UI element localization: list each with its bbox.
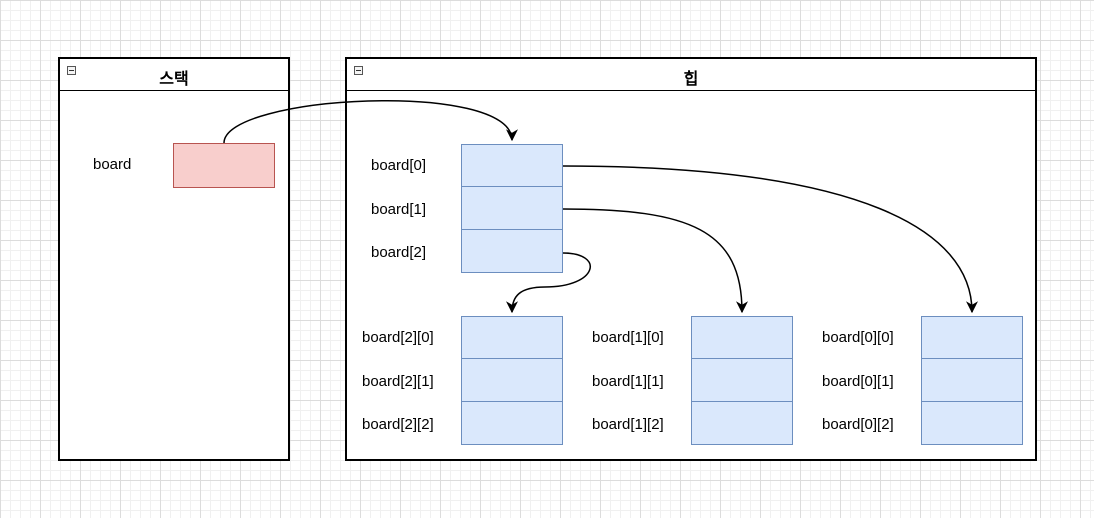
inner-label-2-0: board[2][0]	[362, 329, 434, 346]
inner-label-2-1: board[2][1]	[362, 373, 434, 390]
inner-label-1-0: board[1][0]	[592, 329, 664, 346]
inner-array-1-cell-1[interactable]	[691, 359, 793, 402]
inner-label-2-2: board[2][2]	[362, 416, 434, 433]
inner-array-1-cell-2[interactable]	[691, 402, 793, 445]
inner-array-1	[691, 316, 793, 445]
stack-var-label: board	[93, 156, 132, 173]
outer-label-1: board[1]	[371, 201, 427, 218]
inner-array-0	[921, 316, 1023, 445]
inner-array-0-cell-2[interactable]	[921, 402, 1023, 445]
inner-array-2-cell-2[interactable]	[461, 402, 563, 445]
inner-label-1-2: board[1][2]	[592, 416, 664, 433]
inner-label-0-0: board[0][0]	[822, 329, 894, 346]
inner-array-0-cell-1[interactable]	[921, 359, 1023, 402]
inner-array-1-cell-0[interactable]	[691, 316, 793, 359]
outer-label-2: board[2]	[371, 244, 427, 261]
outer-label-0: board[0]	[371, 157, 427, 174]
heap-frame-header: 힙	[347, 59, 1035, 91]
outer-array-cell-0[interactable]	[461, 144, 563, 187]
stack-frame-header: 스택	[60, 59, 288, 91]
collapse-icon[interactable]	[67, 66, 76, 75]
inner-array-2	[461, 316, 563, 445]
inner-array-2-cell-1[interactable]	[461, 359, 563, 402]
inner-label-1-1: board[1][1]	[592, 373, 664, 390]
stack-title: 스택	[159, 71, 189, 88]
inner-label-0-2: board[0][2]	[822, 416, 894, 433]
inner-array-2-cell-0[interactable]	[461, 316, 563, 359]
inner-label-0-1: board[0][1]	[822, 373, 894, 390]
outer-array-cell-1[interactable]	[461, 187, 563, 230]
stack-board-cell[interactable]	[173, 143, 275, 188]
heap-title: 힙	[683, 71, 699, 88]
outer-array	[461, 144, 563, 273]
stack-frame: 스택	[58, 57, 290, 461]
inner-array-0-cell-0[interactable]	[921, 316, 1023, 359]
collapse-icon[interactable]	[354, 66, 363, 75]
outer-array-cell-2[interactable]	[461, 230, 563, 273]
